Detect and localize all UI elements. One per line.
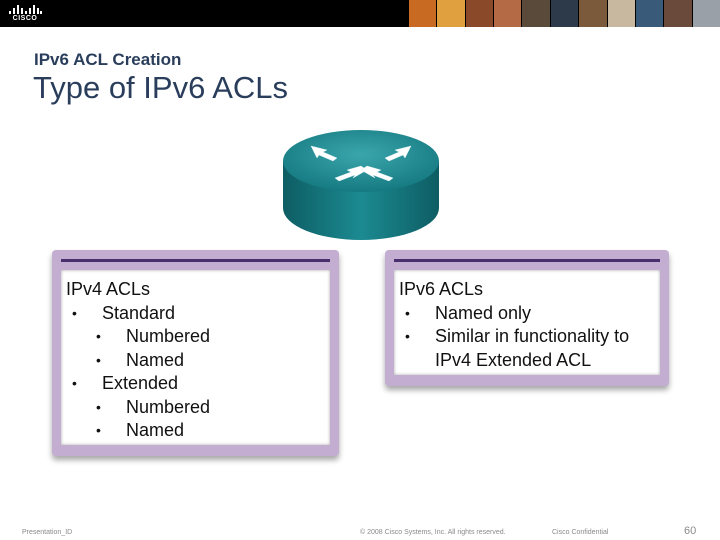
footer-copyright: © 2008 Cisco Systems, Inc. All rights re… <box>360 529 506 536</box>
list-item-text: Named only <box>435 302 532 323</box>
ipv6-heading: IPv6 ACLs <box>399 279 484 299</box>
list-item-text: IPv4 Extended ACL <box>435 349 592 370</box>
list-item: • Named only <box>399 302 593 326</box>
footer-confidential: Cisco Confidential <box>552 529 609 536</box>
bullet: • <box>96 398 101 415</box>
page-title: Type of IPv6 ACLs <box>33 70 289 105</box>
section-title: IPv6 ACL Creation <box>34 50 182 69</box>
box-header-line <box>61 259 330 262</box>
list-item: • Numbered <box>66 325 210 349</box>
list-item-text: Numbered <box>126 326 211 346</box>
ipv4-acls-box <box>52 250 339 456</box>
list-item: • Named <box>66 349 184 373</box>
banner-photo <box>549 0 579 27</box>
list-item-text: Similar in functionality to <box>435 326 630 346</box>
list-item: • Extended <box>66 372 178 396</box>
banner-photo <box>521 0 550 27</box>
banner-photo <box>578 0 607 27</box>
banner-photo <box>408 0 437 27</box>
banner-photo <box>663 0 692 27</box>
banner-photo <box>464 0 494 27</box>
bullet: • <box>72 304 77 321</box>
bullet: • <box>96 328 101 344</box>
banner-photo <box>436 0 465 27</box>
list-item-text: Extended <box>102 373 179 393</box>
logo-bars-icon <box>8 4 42 14</box>
banner-photo <box>493 0 522 27</box>
banner-photo-strip <box>408 0 720 27</box>
bullet: • <box>405 328 410 344</box>
box-inner <box>394 270 660 375</box>
list-item: • Numbered <box>66 396 210 420</box>
page-number: 60 <box>684 525 697 537</box>
router-icon <box>283 130 439 240</box>
ipv6-acls-box <box>385 250 669 386</box>
cisco-logo: CISCO <box>8 4 42 24</box>
list-item-text: Standard <box>102 302 176 323</box>
list-item-text: Numbered <box>126 396 211 417</box>
bullet: • <box>96 351 101 368</box>
list-item-text: Named <box>126 349 185 370</box>
list-item: • Standard <box>66 302 175 326</box>
box-inner <box>61 270 330 445</box>
box-header-line <box>394 259 660 262</box>
list-item-continuation: IPv4 Extended ACL <box>399 349 593 373</box>
footer-presentation-id: Presentation_ID <box>22 529 73 536</box>
list-item: • Similar in functionality to <box>399 325 629 349</box>
top-banner: CISCO <box>0 0 720 27</box>
banner-photo <box>691 0 720 27</box>
ipv4-heading: IPv4 ACLs <box>66 279 151 299</box>
bullet: • <box>72 375 77 391</box>
banner-photo <box>606 0 635 27</box>
ipv4-acls-content: IPv4 ACLs •Standard•Numbered•Named•Exten… <box>66 278 210 443</box>
list-item-text: Named <box>126 420 185 440</box>
banner-photo <box>634 0 664 27</box>
ipv6-acls-content: IPv6 ACLs • Named only • Similar in func… <box>399 278 629 373</box>
bullet: • <box>96 422 101 438</box>
logo-wordmark: CISCO <box>12 15 38 22</box>
list-item: • Named <box>66 419 184 443</box>
bullet: • <box>405 304 410 321</box>
ipv4-list: •Standard•Numbered•Named•Extended•Number… <box>66 302 210 443</box>
